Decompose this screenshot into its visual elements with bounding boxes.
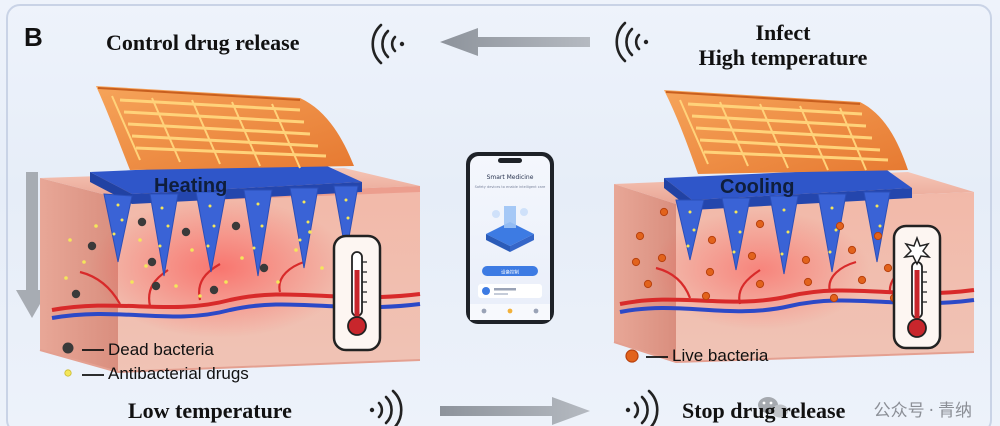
right-patch-label: Cooling <box>720 176 795 198</box>
legend-markers <box>62 342 668 377</box>
panel-border <box>6 4 992 426</box>
top-right-label-line2: High temperature <box>698 45 868 70</box>
top-flow-arrow <box>440 28 590 56</box>
left-heater-film <box>96 86 354 170</box>
bottom-flow-arrow <box>440 397 590 425</box>
left-patch-label: Heating <box>154 175 228 197</box>
left-dead-bacteria <box>71 217 269 299</box>
right-heater-film <box>664 90 908 174</box>
bottom-right-label: Stop drug release <box>682 398 846 423</box>
thermometer-icon <box>332 234 382 352</box>
legend-live-bacteria: Live bacteria <box>672 346 769 365</box>
legend-dead-bacteria: Dead bacteria <box>108 340 214 359</box>
phone-control-button <box>482 266 538 276</box>
phone-title: Smart Medicine <box>487 174 534 181</box>
alert-burst-icon <box>902 235 932 266</box>
watermark-separator: · <box>928 401 934 421</box>
left-drug-dots <box>64 224 324 298</box>
wechat-icon <box>758 397 788 418</box>
wireless-signal-icon <box>615 21 649 63</box>
wireless-signal-icon <box>371 23 405 65</box>
watermark-left: 公众号 <box>873 401 925 421</box>
wireless-signal-icon <box>625 389 659 426</box>
wireless-signal-icon <box>369 389 403 426</box>
watermark: 公众号·青纳 <box>874 396 972 421</box>
bottom-left-label: Low temperature <box>128 398 292 423</box>
left-microneedle-patch <box>90 162 362 277</box>
panel-letter: B <box>24 22 43 52</box>
top-left-label: Control drug release <box>106 30 300 55</box>
top-right-label: Infect High temperature <box>683 20 883 70</box>
smartphone-icon: Smart Medicine Safety devices to enable … <box>466 152 554 324</box>
phone-button-label: 设备控制 <box>501 269 519 276</box>
left-down-arrow <box>16 172 48 318</box>
legend-antibacterial-drugs: Antibacterial drugs <box>108 364 249 383</box>
watermark-right: 青纳 <box>938 401 972 421</box>
phone-subtitle: Safety devices to enable intelligent car… <box>475 185 546 189</box>
top-right-label-line1: Infect <box>755 20 811 45</box>
right-microneedle-patch <box>664 168 912 275</box>
